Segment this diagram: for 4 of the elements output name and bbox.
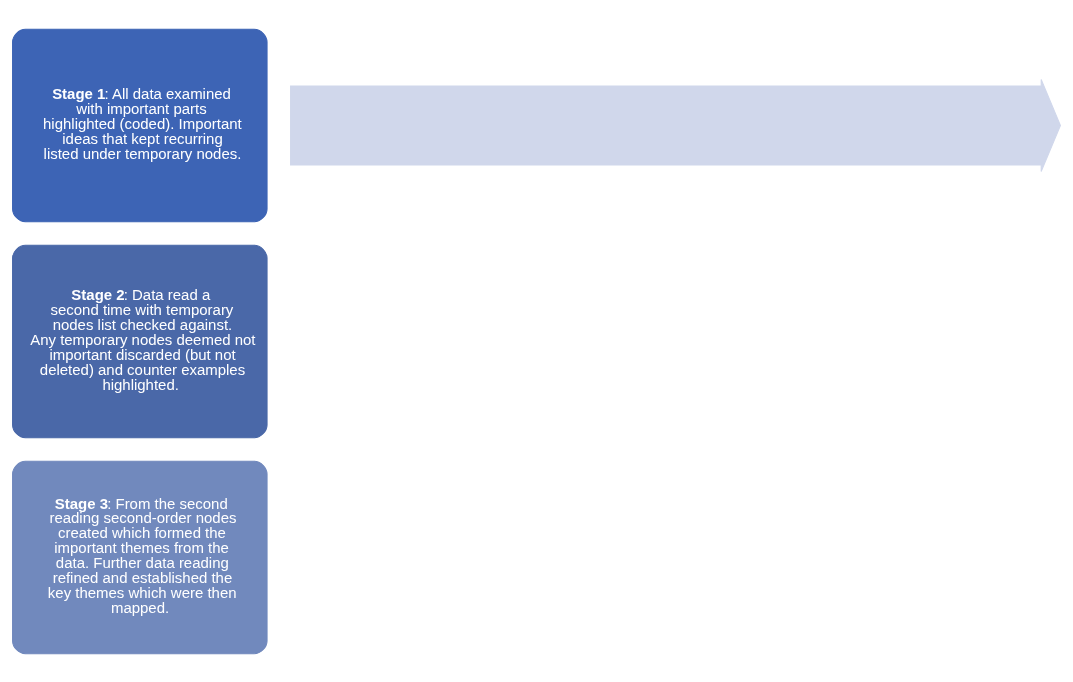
node-arrow <box>290 78 1061 172</box>
node-box: Stage 1: All data examined with important parts highlighted (coded). Important ideas that kept recurring listed under temporary nodes. <box>12 28 268 222</box>
node-box: Stage 2: Data read a second time with temporary nodes list checked against. Any temporary nodes deemed not important discarded (but not deleted) and counter examples highlighted. <box>12 244 268 438</box>
node-box: Stage 3: From the second reading second-order nodes created which formed the important themes from the data. Further data reading refined and established the key themes which were then mapped. <box>12 460 268 654</box>
